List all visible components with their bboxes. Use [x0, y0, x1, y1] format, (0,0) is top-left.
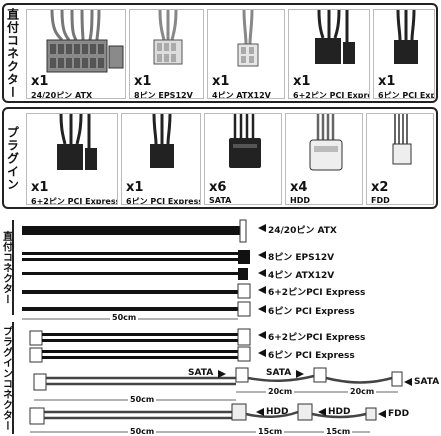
sata-length-1: 50cm [128, 395, 157, 404]
card-name: 6ピン PCI Express [126, 197, 201, 205]
card-name: FDD [371, 196, 390, 205]
card-name: 6+2ピン PCI Express [293, 91, 369, 99]
fdd-connector-icon [392, 114, 412, 165]
card-qty: x6 [209, 180, 227, 195]
pcie-6pin-connector-icon [394, 10, 418, 64]
cable-length-diagram: 直付コネクター プラグインコネクター [0, 212, 441, 436]
direct-label-eps: 8ピン EPS12V [268, 253, 335, 263]
hdd-label-1: HDD [266, 407, 289, 417]
sata-label-2: SATA [266, 368, 292, 378]
card-qty: x1 [31, 180, 49, 195]
hdd-length-3: 15cm [324, 427, 353, 436]
card-name: 6ピン PCI Express [378, 91, 435, 99]
pcie-6plus2-connector-icon [57, 114, 97, 170]
card-qty: x1 [126, 180, 144, 195]
card-qty: x1 [378, 74, 396, 89]
card-plugin-pcie-6pin: x1 6ピン PCI Express [121, 113, 201, 205]
direct-label-atx12v: 4ピン ATX12V [268, 271, 335, 281]
card-name: 4ピン ATX12V [212, 91, 271, 99]
hdd-length-2: 15cm [256, 427, 285, 436]
plugin-label-pcie-6pin: 6ピン PCI Express [268, 351, 355, 361]
direct-cables-label: 直付コネクター [0, 220, 14, 315]
card-name: SATA [209, 196, 232, 205]
card-qty: x1 [293, 74, 311, 89]
card-plugin-pcie-6plus2: x1 6+2ピン PCI Express [26, 113, 118, 205]
fdd-label: FDD [388, 409, 410, 419]
hdd-length-1: 50cm [128, 427, 157, 436]
direct-label-pcie-6pin: 6ピン PCI Express [268, 307, 355, 317]
direct-label-atx: 24/20ピン ATX [268, 226, 337, 236]
card-name: 8ピン EPS12V [134, 91, 193, 99]
card-plugin-sata: x6 SATA [204, 113, 282, 205]
direct-label-pcie-6plus2: 6+2ピンPCI Express [268, 288, 366, 298]
card-name: 24/20ピン ATX [31, 91, 93, 99]
eps-connector-icon [153, 10, 183, 65]
direct-panel-title: 直付コネクター [5, 7, 20, 99]
hdd-label-2: HDD [328, 407, 351, 417]
pcie-6pin-connector-icon [150, 114, 174, 168]
atx-connector-icon [46, 10, 124, 73]
card-plugin-hdd: x4 HDD [285, 113, 363, 205]
card-atx-24pin: x1 24/20ピン ATX [26, 9, 126, 99]
card-plugin-fdd: x2 FDD [366, 113, 434, 205]
plugin-connectors-panel: プラグイン x1 6+2ピン PCI Express x1 6ピン PCI Ex… [2, 107, 438, 209]
card-qty: x1 [212, 74, 230, 89]
card-qty: x1 [31, 74, 49, 89]
plugin-label-pcie-6plus2: 6+2ピンPCI Express [268, 333, 366, 343]
plugin-panel-title: プラグイン [5, 125, 20, 191]
atx12v-connector-icon [237, 10, 259, 67]
card-name: 6+2ピン PCI Express [31, 197, 118, 205]
direct-connectors-panel: 直付コネクター x1 24/20ピン ATX x1 8ピン EPS12V [2, 3, 438, 103]
card-qty: x2 [371, 180, 389, 195]
card-pcie-6pin: x1 6ピン PCI Express [373, 9, 435, 99]
sata-label-3: SATA [414, 377, 440, 387]
card-eps-8pin: x1 8ピン EPS12V [129, 9, 204, 99]
sata-length-2: 20cm [266, 387, 295, 396]
card-qty: x4 [290, 180, 308, 195]
sata-length-3: 20cm [348, 387, 377, 396]
direct-length-label: 50cm [110, 313, 139, 322]
sata-label-1: SATA [188, 368, 214, 378]
card-atx12v-4pin: x1 4ピン ATX12V [207, 9, 285, 99]
card-pcie-6plus2: x1 6+2ピン PCI Express [288, 9, 370, 99]
cable-drawing [22, 219, 412, 433]
sata-connector-icon [229, 114, 261, 168]
plugin-cables-label: プラグインコネクター [0, 322, 14, 434]
card-qty: x1 [134, 74, 152, 89]
card-name: HDD [290, 196, 310, 205]
pcie-6plus2-connector-icon [315, 10, 355, 64]
molex-connector-icon [309, 114, 343, 171]
